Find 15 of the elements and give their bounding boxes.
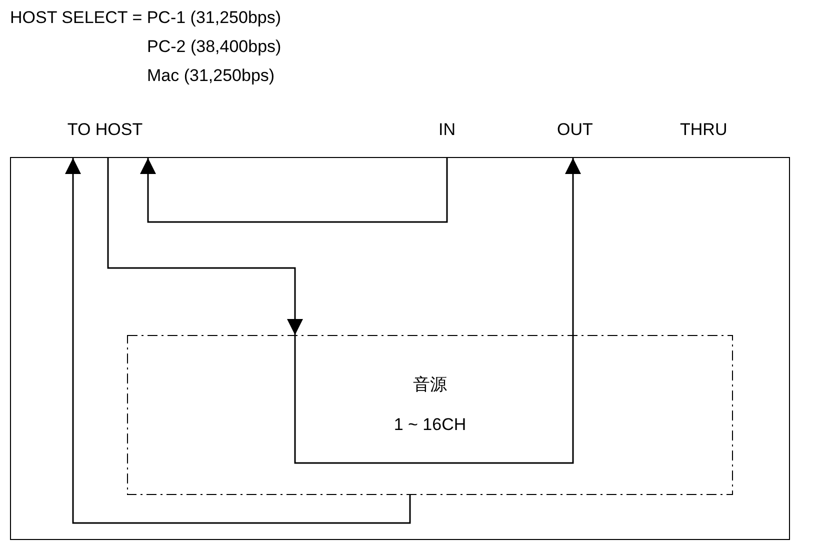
channel-range: 1 ~ 16CH bbox=[394, 415, 466, 435]
setting-text: Mac (31,250bps) bbox=[147, 66, 275, 86]
setting-text: PC-2 (38,400bps) bbox=[147, 37, 282, 57]
device-box bbox=[10, 157, 790, 540]
port-label: IN bbox=[417, 118, 477, 157]
port-label: OUT bbox=[535, 118, 615, 157]
arrow bbox=[107, 157, 303, 335]
arrow bbox=[294, 158, 581, 464]
arrow bbox=[65, 158, 411, 524]
setting-text: HOST SELECT = PC-1 (31,250bps) bbox=[10, 8, 282, 28]
port-label: TO HOST bbox=[40, 118, 170, 157]
arrow bbox=[140, 157, 448, 223]
source-name: 音源 bbox=[413, 374, 447, 396]
sound-source-box bbox=[127, 335, 733, 495]
port-label: THRU bbox=[680, 120, 728, 140]
